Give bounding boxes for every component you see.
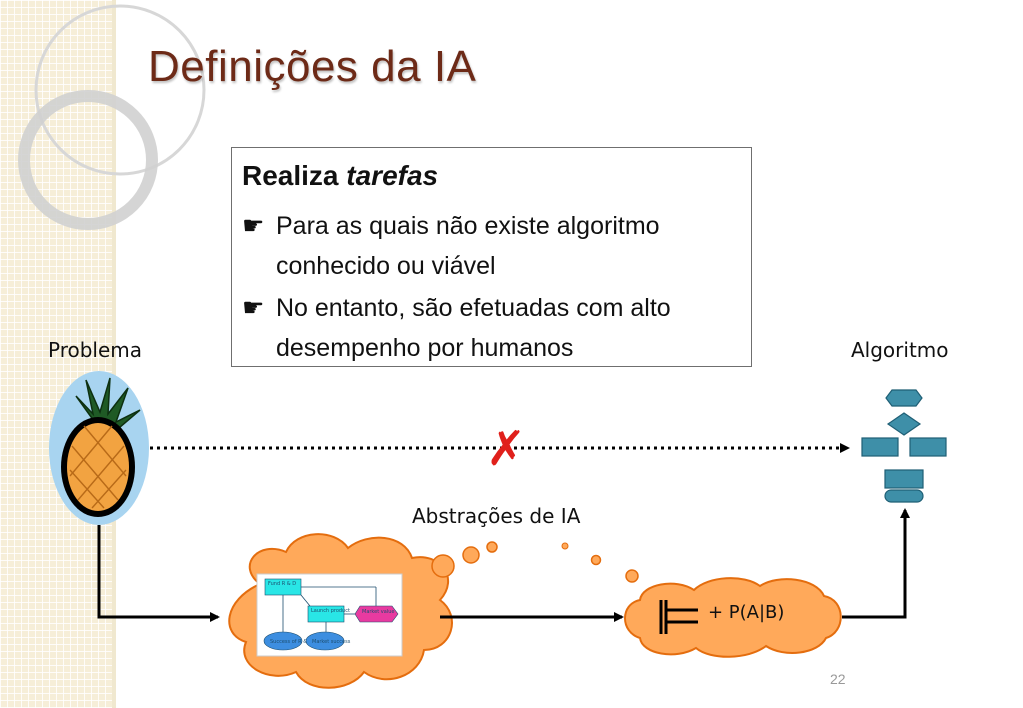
bullet-item: ☛ No entanto, são efetuadas com alto des… [242,288,746,368]
heading-bold-text: Realiza [242,160,347,191]
slide-title: Definições da IA [148,42,477,91]
textbox-heading: Realiza tarefas [242,160,438,192]
pineapple-icon [49,371,149,525]
decorative-arc-outer [34,4,206,176]
mini-market-value-label: Market value [362,609,394,615]
logic-formula-cloud [624,577,842,658]
pointing-hand-icon: ☛ [242,212,265,240]
decorative-arcs [18,4,206,230]
mini-launch-label: Launch product [311,608,350,614]
mini-fund-label: Fund R & D [268,581,296,587]
bullet-item: ☛ Para as quais não existe algoritmo con… [242,206,746,286]
bullet-text: Para as quais não existe algoritmo conhe… [276,212,660,280]
algorithm-label: Algoritmo [851,338,949,362]
mini-flowchart-image: Fund R & D Launch product Market value S… [256,573,403,657]
bullet-text: No entanto, são efetuadas com alto desem… [276,294,671,362]
flowchart-icon [861,389,947,503]
heading-italic-text: tarefas [346,160,439,191]
problem-label: Problema [48,338,143,362]
abstractions-label: Abstrações de IA [412,504,581,528]
mini-market-success-label: Market success [312,639,351,645]
problem-to-abstraction-arrow [97,525,220,622]
probability-formula: + P(A|B) [708,602,785,623]
decorative-arc-inner [18,90,158,230]
mini-success-rd-label: Success of R & D [270,639,313,645]
cross-mark-icon: ✗ [486,421,526,477]
page-number: 22 [830,671,846,687]
decorative-background-strip [0,0,112,708]
pointing-hand-icon: ☛ [242,294,265,322]
decorative-strip-edge [112,0,116,708]
definition-textbox: Realiza tarefas ☛ Para as quais não exis… [231,147,752,367]
logic-to-algorithm-arrow [842,508,910,619]
turnstile-symbol-icon [659,600,698,634]
